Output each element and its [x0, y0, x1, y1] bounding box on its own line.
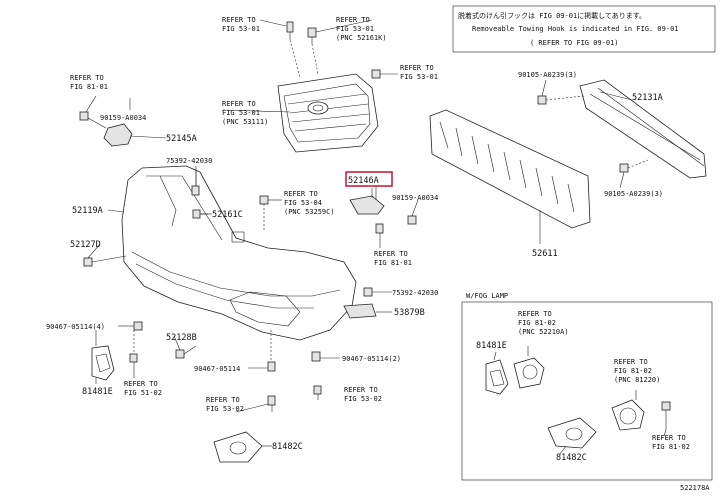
bracket-52145a	[79, 111, 133, 147]
note-box: 脱着式のけん引フックは FIG 09-01に掲載してあります。 Removeab…	[452, 5, 716, 53]
part-75392-a: 75392-42030	[166, 157, 212, 165]
note-line-2: Removeable Towing Hook is indicated in F…	[472, 25, 679, 33]
clip-53259c	[259, 195, 269, 230]
part-90467-c: 90467-05114(2)	[342, 355, 401, 363]
clip-90467-left	[118, 321, 143, 363]
part-90105-a: 90105-A0239(3)	[518, 71, 577, 79]
part-90159-a: 90159-A0034	[100, 114, 146, 122]
part-52128b: 52128B	[166, 333, 197, 343]
clip-90467-mid	[248, 330, 276, 406]
grille-clips	[286, 21, 398, 79]
part-81481e-a: 81481E	[82, 387, 113, 397]
part-90467-b: 90467-05114	[194, 365, 240, 373]
part-numbers: 90159-A0034 52145A 75392-42030 52119A 52…	[46, 71, 663, 463]
part-52127d: 52127D	[70, 240, 101, 250]
fog-lamp-cover-81481e	[91, 345, 115, 381]
radiator-grille	[277, 73, 379, 153]
part-75392-b: 75392-42030	[392, 289, 438, 297]
inset-title: W/FOG LAMP	[466, 292, 508, 300]
bracket-52146a	[349, 186, 417, 234]
note-line-3: ( REFER TO FIG 09-01)	[530, 39, 619, 47]
fog-lamp-cover-81482c	[213, 431, 272, 463]
highlight-callout-52146a	[345, 171, 393, 187]
bracket-52127d	[83, 255, 127, 267]
part-52611: 52611	[532, 249, 558, 259]
note-line-1: 脱着式のけん引フックは FIG 09-01に掲載してあります。	[458, 11, 646, 20]
part-90105-b: 90105-A0239(3)	[604, 190, 663, 198]
leader-lines	[85, 19, 667, 455]
part-81482c-a: 81482C	[272, 442, 303, 452]
part-52119a: 52119A	[72, 206, 103, 216]
part-52161c: 52161C	[212, 210, 243, 220]
fog-lamp-opening	[229, 291, 301, 327]
bumper-reinforcement-52131a	[537, 79, 707, 179]
part-81481e-b: 81481E	[476, 341, 507, 351]
part-90467-a: 90467-05114(4)	[46, 323, 105, 331]
bracket-53879b	[343, 303, 392, 319]
part-52145a: 52145A	[166, 134, 197, 144]
figure-id: 522178A	[680, 484, 710, 492]
fog-lamp-inset: W/FOG LAMP	[461, 292, 713, 481]
toyota-emblem-icon	[307, 101, 329, 115]
front-bumper-cover	[121, 165, 357, 341]
clip-90467-right	[311, 351, 340, 395]
energy-absorber-52611	[429, 109, 591, 244]
screw-75392-right	[363, 287, 392, 297]
part-81482c-b: 81482C	[556, 453, 587, 463]
part-90159-b: 90159-A0034	[392, 194, 438, 202]
part-53879b: 53879B	[394, 308, 425, 318]
part-52146a: 52146A	[348, 176, 379, 186]
part-52131a: 52131A	[632, 93, 663, 103]
